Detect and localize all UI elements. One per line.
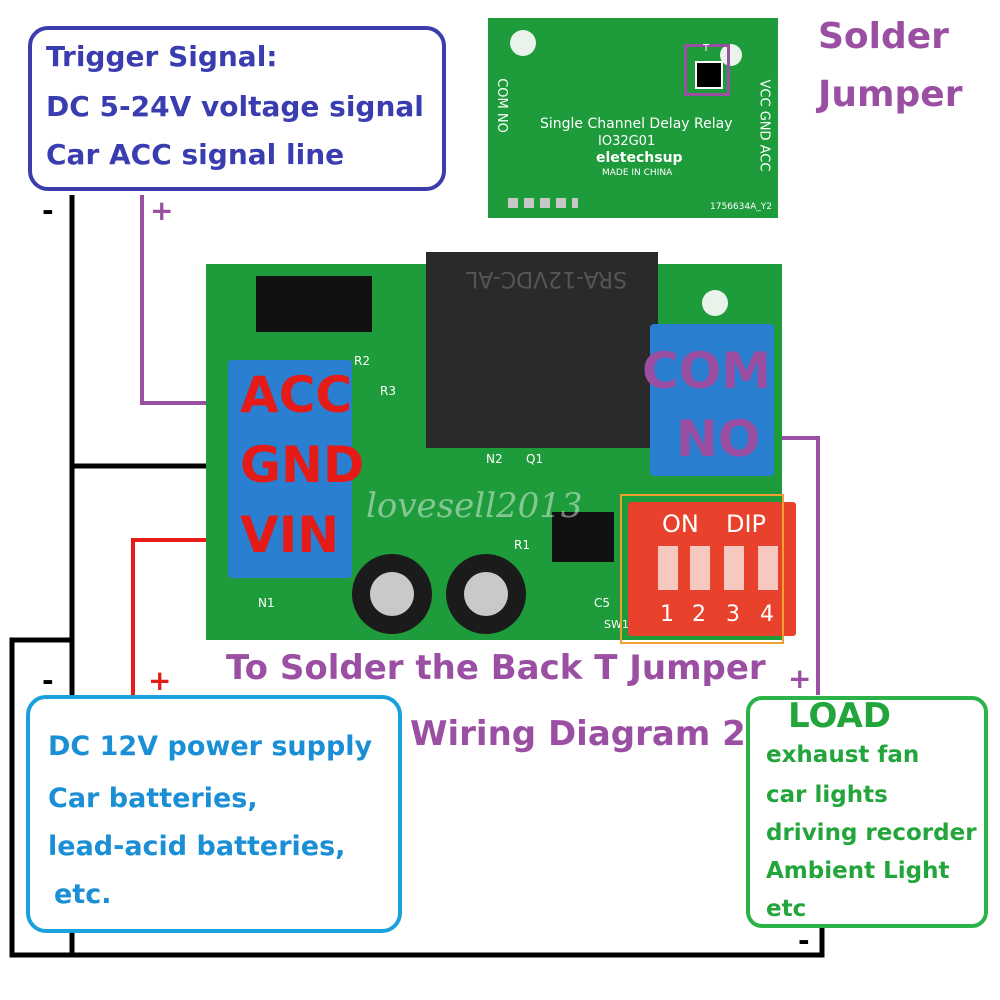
load-minus: - [798,924,810,957]
solder-label-line1: Solder [818,16,949,57]
dip-toggle-2 [690,546,710,590]
pin-row [508,198,578,208]
caption-diagram-title: Wiring Diagram 2 [410,714,746,754]
trigger-acc-line: Car ACC signal line [46,138,345,171]
jumper-mark: T [703,43,710,54]
jumper-pad-black [695,61,723,89]
ground-wire-bottom-loop [9,637,825,958]
load-item-4: Ambient Light [766,858,950,884]
mounting-hole [702,290,728,316]
trigger-plus: + [150,194,174,227]
back-board-origin: MADE IN CHINA [602,168,673,178]
dip-on-label: ON [662,510,699,538]
relay-marking: SRA-12VDC-AL [466,266,627,291]
input-terminal-block [228,360,352,578]
back-right-pins: VCC GND ACC [756,79,772,172]
mounting-hole [510,30,536,56]
power-line2: Car batteries, [48,783,258,814]
vin-terminal-label: VIN [240,506,340,564]
load-plus: + [788,662,812,695]
power-plus: + [148,664,172,697]
relay: SRA-12VDC-AL [426,252,658,448]
no-terminal-label: NO [676,410,761,468]
dip-num-3: 3 [726,602,740,627]
trigger-minus: - [42,194,54,227]
dip-num-4: 4 [760,602,774,627]
load-item-5: etc [766,896,807,922]
dip-num-1: 1 [660,602,674,627]
trigger-title: Trigger Signal: [46,40,278,73]
back-left-pins: COM NO [493,78,509,133]
silk-sw1: SW1 [604,618,629,631]
silk-n1: N1 [258,596,275,610]
gnd-terminal-label: GND [240,436,365,494]
com-terminal-label: COM [642,342,771,400]
power-minus: - [42,664,54,697]
load-item-1: exhaust fan [766,742,920,768]
watermark: lovesell2013 [366,486,583,526]
trigger-signal-box: Trigger Signal: DC 5-24V voltage signal … [28,26,446,191]
solder-label-line2: Jumper [818,74,963,115]
mounting-hole [720,44,742,66]
dip-title-label: DIP [726,510,767,538]
silk-c5: C5 [594,596,611,610]
power-supply-box: DC 12V power supply Car batteries, lead-… [26,695,402,933]
dip-switch: ON DIP 1 2 3 4 [628,502,796,636]
power-title: DC 12V power supply [48,731,373,762]
back-board-code: 1756634A_Y2 [710,202,772,212]
silk-q1: Q1 [526,452,544,466]
load-title: LOAD [788,696,891,736]
solder-jumper-pad: T [684,43,730,96]
acc-terminal-label: ACC [240,366,353,424]
power-line4: etc. [54,879,112,910]
dip-toggle-4 [758,546,778,590]
load-box: LOAD exhaust fan car lights driving reco… [746,696,988,928]
silk-r1: R1 [514,538,530,552]
silk-n2: N2 [486,452,503,466]
capacitor [446,554,526,634]
dip-toggle-3 [724,546,744,590]
load-item-2: car lights [766,782,888,808]
back-board-brand: eletechsup [596,150,683,166]
trigger-voltage: DC 5-24V voltage signal [46,90,424,123]
silk-r2: R2 [354,354,370,368]
dip-toggle-1 [658,546,678,590]
back-pcb-image: COM NO VCC GND ACC Single Channel Delay … [488,18,778,218]
silk-r3: R3 [380,384,396,398]
ic-chip [552,512,614,562]
dip-highlight-frame [620,494,784,644]
power-line3: lead-acid batteries, [48,831,346,862]
back-board-title: Single Channel Delay Relay [540,116,733,132]
output-terminal-block [650,324,774,476]
dip-num-2: 2 [692,602,706,627]
load-item-3: driving recorder [766,820,977,846]
back-board-model: IO32G01 [598,134,656,149]
vin-power-wire [131,538,238,695]
capacitor [352,554,432,634]
main-pcb-image: SRA-12VDC-AL R2 R3 N2 Q1 R1 N1 C5 SW1 lo… [206,252,782,640]
optocoupler-chip [256,276,372,332]
caption-solder-instruction: To Solder the Back T Jumper [226,648,766,688]
